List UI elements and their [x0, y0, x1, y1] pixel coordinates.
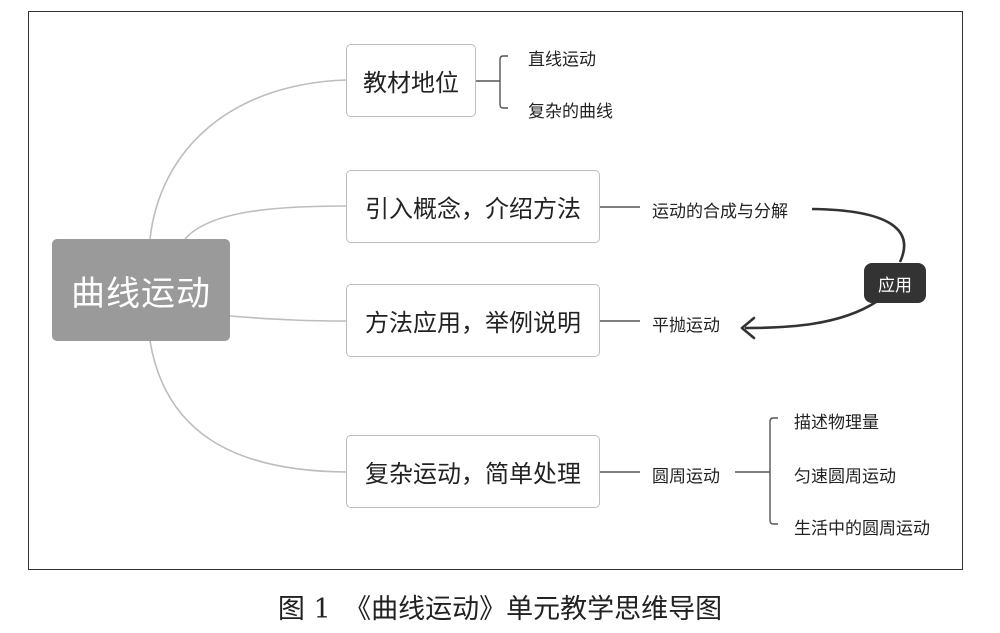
leaf-projectile-motion: 平抛运动 [652, 316, 720, 336]
branch-introduce-concept: 引入概念，介绍方法 [346, 170, 600, 243]
leaf-composition-decomposition: 运动的合成与分解 [652, 202, 788, 222]
link-branch-1-bracket [475, 55, 508, 109]
application-arrowhead [740, 316, 756, 340]
figure-caption: 图 1 《曲线运动》单元教学思维导图 [277, 594, 723, 625]
application-badge: 应用 [864, 263, 926, 303]
leaf-complex-curve: 复杂的曲线 [528, 102, 613, 122]
branch-method-application: 方法应用，举例说明 [346, 284, 600, 357]
link-root-branch-3 [229, 315, 347, 322]
branch-textbook-status: 教材地位 [346, 44, 476, 117]
leaf-circular-motion: 圆周运动 [652, 467, 720, 487]
leaf-physical-quantities: 描述物理量 [794, 413, 879, 433]
application-arrow [744, 207, 906, 330]
leaf-linear-motion: 直线运动 [528, 50, 596, 70]
leaf-uniform-circular-motion: 匀速圆周运动 [794, 467, 896, 487]
branch-complex-motion: 复杂运动，简单处理 [346, 435, 600, 508]
link-circular-bracket [735, 417, 778, 525]
link-root-branch-1 [149, 79, 347, 240]
leaf-circular-motion-in-life: 生活中的圆周运动 [794, 519, 930, 539]
link-root-branch-2 [184, 205, 347, 240]
link-root-branch-4 [149, 340, 347, 473]
central-topic: 曲线运动 [52, 239, 230, 341]
